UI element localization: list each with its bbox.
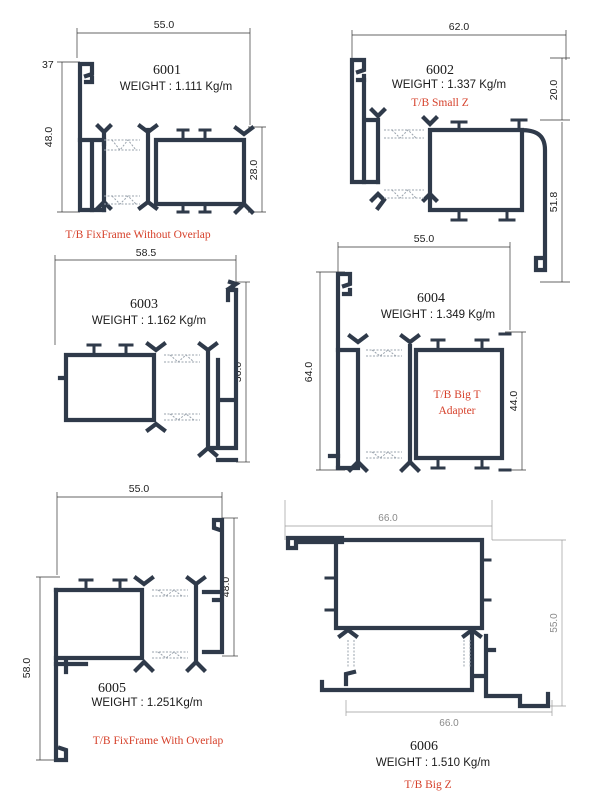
profile-weight-6004: WEIGHT : 1.349 Kg/m — [381, 309, 495, 321]
dimension-height-6006: 55.0 — [549, 613, 560, 633]
profile-name-6006: T/B Big Z — [404, 779, 451, 791]
profile-code-6002: 6002 — [426, 63, 454, 78]
dimension-width-6005: 55.0 — [129, 483, 150, 495]
dimension-width-6004: 55.0 — [414, 233, 435, 245]
profile-code-6005: 6005 — [98, 681, 126, 696]
profile-weight-6001: WEIGHT : 1.111 Kg/m — [120, 81, 232, 93]
profile-weight-6003: WEIGHT : 1.162 Kg/m — [92, 315, 206, 327]
profile-name-6001: T/B FixFrame Without Overlap — [65, 229, 211, 241]
profile-name-6005: T/B FixFrame With Overlap — [93, 735, 224, 747]
profile-section-6001 — [77, 61, 255, 215]
profile-code-6006: 6006 — [410, 739, 438, 754]
profile-weight-6002: WEIGHT : 1.337 Kg/m — [392, 79, 506, 91]
dimension-width-6003: 58.5 — [136, 247, 157, 259]
profile-section-6002 — [349, 57, 548, 273]
dimension-inner-6004: 44.0 — [508, 391, 520, 412]
dimension-inner-6001: 28.0 — [248, 160, 260, 181]
dimension-height-6001: 48.0 — [43, 127, 55, 148]
dimension-height-6004: 64.0 — [303, 362, 315, 383]
profile-6005: 55.0 48.0 58.0 6005 WEIGHT : 1.251Kg/m T… — [21, 483, 238, 763]
profile-6001: 55.0 48.0 37 28.0 6001 WEIGHT : 1.111 Kg… — [42, 19, 266, 241]
profile-code-6004: 6004 — [417, 291, 445, 306]
profile-code-6003: 6003 — [130, 297, 158, 312]
profile-section-6006 — [285, 535, 551, 709]
profile-name-6002: T/B Small Z — [411, 97, 469, 109]
dimension-width-top-6006: 66.0 — [378, 513, 398, 524]
dimension-width-bottom-6006: 66.0 — [439, 718, 459, 729]
dimension-top-6002: 20.0 — [548, 80, 560, 101]
dimension-width-6001: 55.0 — [154, 19, 175, 31]
dimension-height-6002: 51.8 — [548, 192, 560, 213]
profile-code-6001: 6001 — [153, 63, 181, 78]
profile-section-6004 — [327, 271, 512, 473]
profile-weight-6006: WEIGHT : 1.510 Kg/m — [376, 757, 490, 769]
profile-name-6004-line-1: T/B Big T — [433, 389, 480, 401]
dimension-height-6005: 58.0 — [21, 658, 33, 679]
profile-section-6003 — [57, 279, 241, 463]
dimension-corner-6001: 37 — [42, 59, 54, 71]
profile-name-6004-line-2: Adapter — [438, 405, 475, 417]
profile-6004: 55.0 64.0 44.0 6004 WEIGHT : 1.349 Kg/m … — [303, 233, 526, 473]
dimension-width-6002: 62.0 — [449, 21, 470, 33]
profile-section-6005 — [53, 517, 225, 763]
profile-6006: 66.0 66.0 55.0 6006 WEIGHT : 1.510 Kg/m … — [284, 500, 566, 791]
profile-weight-6005: WEIGHT : 1.251Kg/m — [92, 697, 203, 709]
profile-6003: 58.5 56.0 6003 WEIGHT : 1.162 Kg/m — [54, 247, 250, 463]
profile-6002: 62.0 20.0 51.8 6002 WEIGHT : 1.337 Kg/m … — [349, 21, 570, 283]
